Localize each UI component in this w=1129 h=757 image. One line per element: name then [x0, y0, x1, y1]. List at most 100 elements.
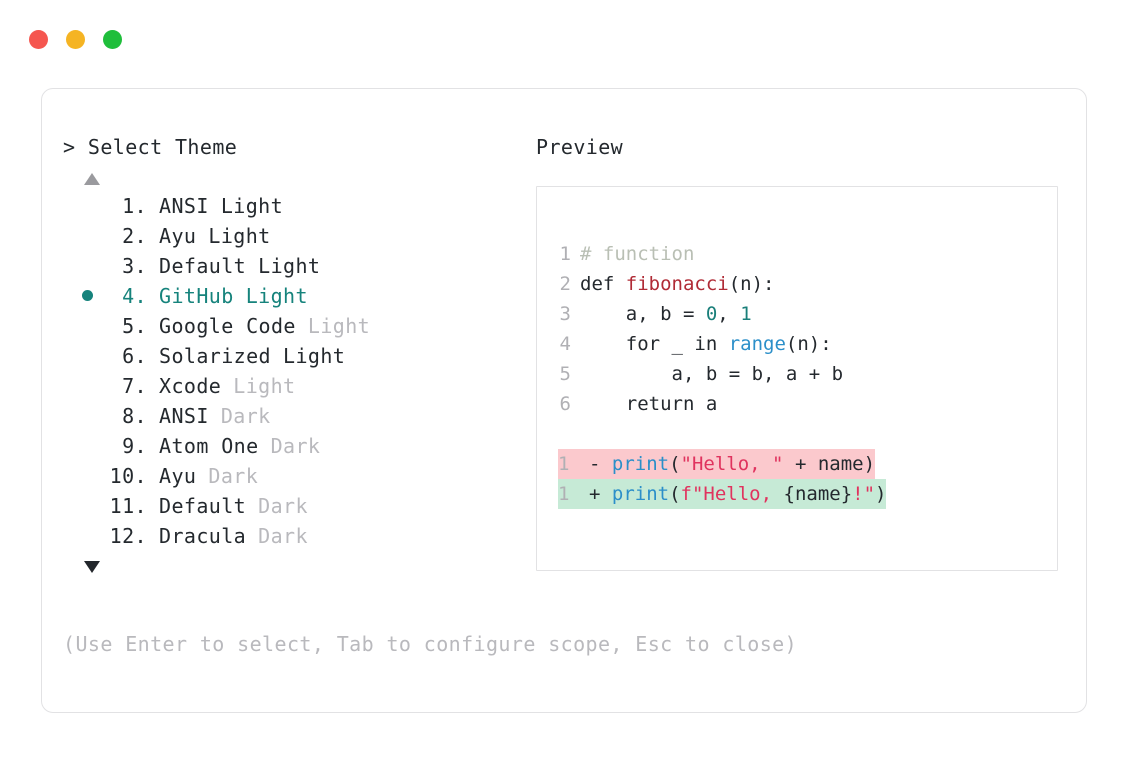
code-token-str: "Hello, "	[680, 453, 784, 475]
code-token-plain: for _ in	[580, 333, 729, 355]
theme-name: Google Code	[159, 314, 296, 338]
code-token-plain: return a	[580, 393, 718, 415]
theme-index: 8.	[122, 404, 147, 428]
diff-line-delete: 1- print("Hello, " + name)	[558, 449, 886, 479]
code-token-plain: + name)	[783, 453, 876, 475]
theme-list-item[interactable]: 8. ANSI Dark	[63, 401, 533, 431]
code-line: 4 for _ in range(n):	[558, 329, 886, 359]
code-token-comment: # function	[580, 243, 695, 265]
theme-name: Xcode	[159, 374, 222, 398]
theme-name: Default	[159, 254, 247, 278]
diff-line-add: 1+ print(f"Hello, {name}!")	[558, 479, 887, 509]
theme-variant: Light	[283, 344, 346, 368]
code-token-punct: (n):	[728, 273, 775, 295]
selected-bullet-icon	[63, 281, 93, 311]
theme-variant: Dark	[220, 404, 271, 428]
maximize-window-button[interactable]	[103, 30, 122, 49]
theme-name: GitHub	[159, 284, 234, 308]
line-number: 2	[559, 273, 571, 295]
selected-dot-icon	[82, 290, 93, 301]
close-window-button[interactable]	[29, 30, 48, 49]
theme-variant: Dark	[258, 494, 308, 518]
theme-variant: Light	[245, 284, 308, 308]
keyboard-hint: (Use Enter to select, Tab to configure s…	[63, 632, 798, 656]
preview-label: Preview	[536, 135, 624, 159]
prompt-chevron-icon: >	[63, 135, 76, 159]
line-number: 1	[558, 479, 589, 509]
code-token-punct: (	[669, 453, 681, 475]
code-token-builtin: print	[611, 453, 670, 475]
line-number: 6	[559, 393, 571, 415]
theme-index: 6.	[122, 344, 147, 368]
line-number: 3	[559, 303, 571, 325]
code-token-plain: ,	[717, 303, 741, 325]
theme-index: 10.	[109, 464, 147, 488]
code-token-builtin: range	[728, 333, 786, 355]
theme-index: 2.	[122, 224, 147, 248]
theme-variant: Dark	[270, 434, 321, 458]
theme-variant: Light	[258, 254, 321, 278]
theme-list-item[interactable]: 2. Ayu Light	[63, 221, 533, 251]
code-line: 3 a, b = 0, 1	[558, 299, 886, 329]
theme-name: Ayu	[159, 464, 197, 488]
code-line: 6 return a	[558, 389, 886, 419]
theme-name: Ayu	[159, 224, 197, 248]
theme-name: Dracula	[159, 524, 247, 548]
theme-list-item[interactable]: 10. Ayu Dark	[63, 461, 533, 491]
theme-list-item[interactable]: 11. Default Dark	[63, 491, 533, 521]
line-number: 1	[559, 243, 571, 265]
diff-content: + print(f"Hello, {name}!")	[589, 479, 887, 509]
theme-variant: Dark	[208, 464, 259, 488]
line-number: 1	[558, 449, 589, 479]
theme-list-item[interactable]: 9.Atom One Dark	[63, 431, 533, 461]
code-token-plain: a, b =	[580, 303, 706, 325]
code-token-num: 0	[705, 303, 718, 325]
code-token-num: 1	[740, 303, 752, 325]
theme-index: 1.	[122, 194, 147, 218]
code-token-punct: )	[875, 483, 887, 505]
code-token-plain: {name}	[783, 483, 853, 505]
code-token-punct: (n):	[785, 333, 832, 355]
theme-name: Default	[159, 494, 247, 518]
theme-list-item[interactable]: 6. Solarized Light	[63, 341, 533, 371]
theme-index: 4.	[122, 284, 147, 308]
theme-list-item[interactable]: 1.ANSI Light	[63, 191, 533, 221]
theme-name: Solarized	[159, 344, 271, 368]
diff-content: - print("Hello, " + name)	[589, 449, 876, 479]
page-title: > Select Theme	[63, 133, 533, 161]
code-token-plain: a, b = b, a + b	[580, 363, 844, 385]
code-token-builtin: print	[611, 483, 670, 505]
theme-variant: Light	[233, 374, 296, 398]
window-traffic-lights	[29, 30, 122, 49]
code-token-str: !"	[852, 483, 876, 505]
theme-list-item[interactable]: 3.Default Light	[63, 251, 533, 281]
code-token-punct: (	[669, 483, 681, 505]
theme-index: 11.	[109, 494, 147, 518]
theme-variant: Dark	[258, 524, 308, 548]
theme-list-item[interactable]: 4. GitHub Light	[63, 281, 533, 311]
code-token-fn: fibonacci	[625, 273, 729, 295]
triangle-up-icon[interactable]	[84, 173, 100, 185]
triangle-down-icon[interactable]	[84, 561, 100, 573]
theme-variant: Light	[307, 314, 371, 338]
line-number: 5	[559, 363, 571, 385]
minimize-window-button[interactable]	[66, 30, 85, 49]
theme-list-item[interactable]: 7.Xcode Light	[63, 371, 533, 401]
theme-index: 9.	[122, 434, 147, 458]
theme-name: ANSI	[159, 404, 209, 428]
theme-list-item[interactable]: 12.Dracula Dark	[63, 521, 533, 551]
code-token-str: f"Hello,	[680, 483, 784, 505]
theme-list-item[interactable]: 5.Google Code Light	[63, 311, 533, 341]
line-number: 4	[559, 333, 571, 355]
theme-variant: Light	[220, 194, 284, 218]
diff-sign: -	[589, 453, 612, 475]
theme-variant: Light	[208, 224, 271, 248]
